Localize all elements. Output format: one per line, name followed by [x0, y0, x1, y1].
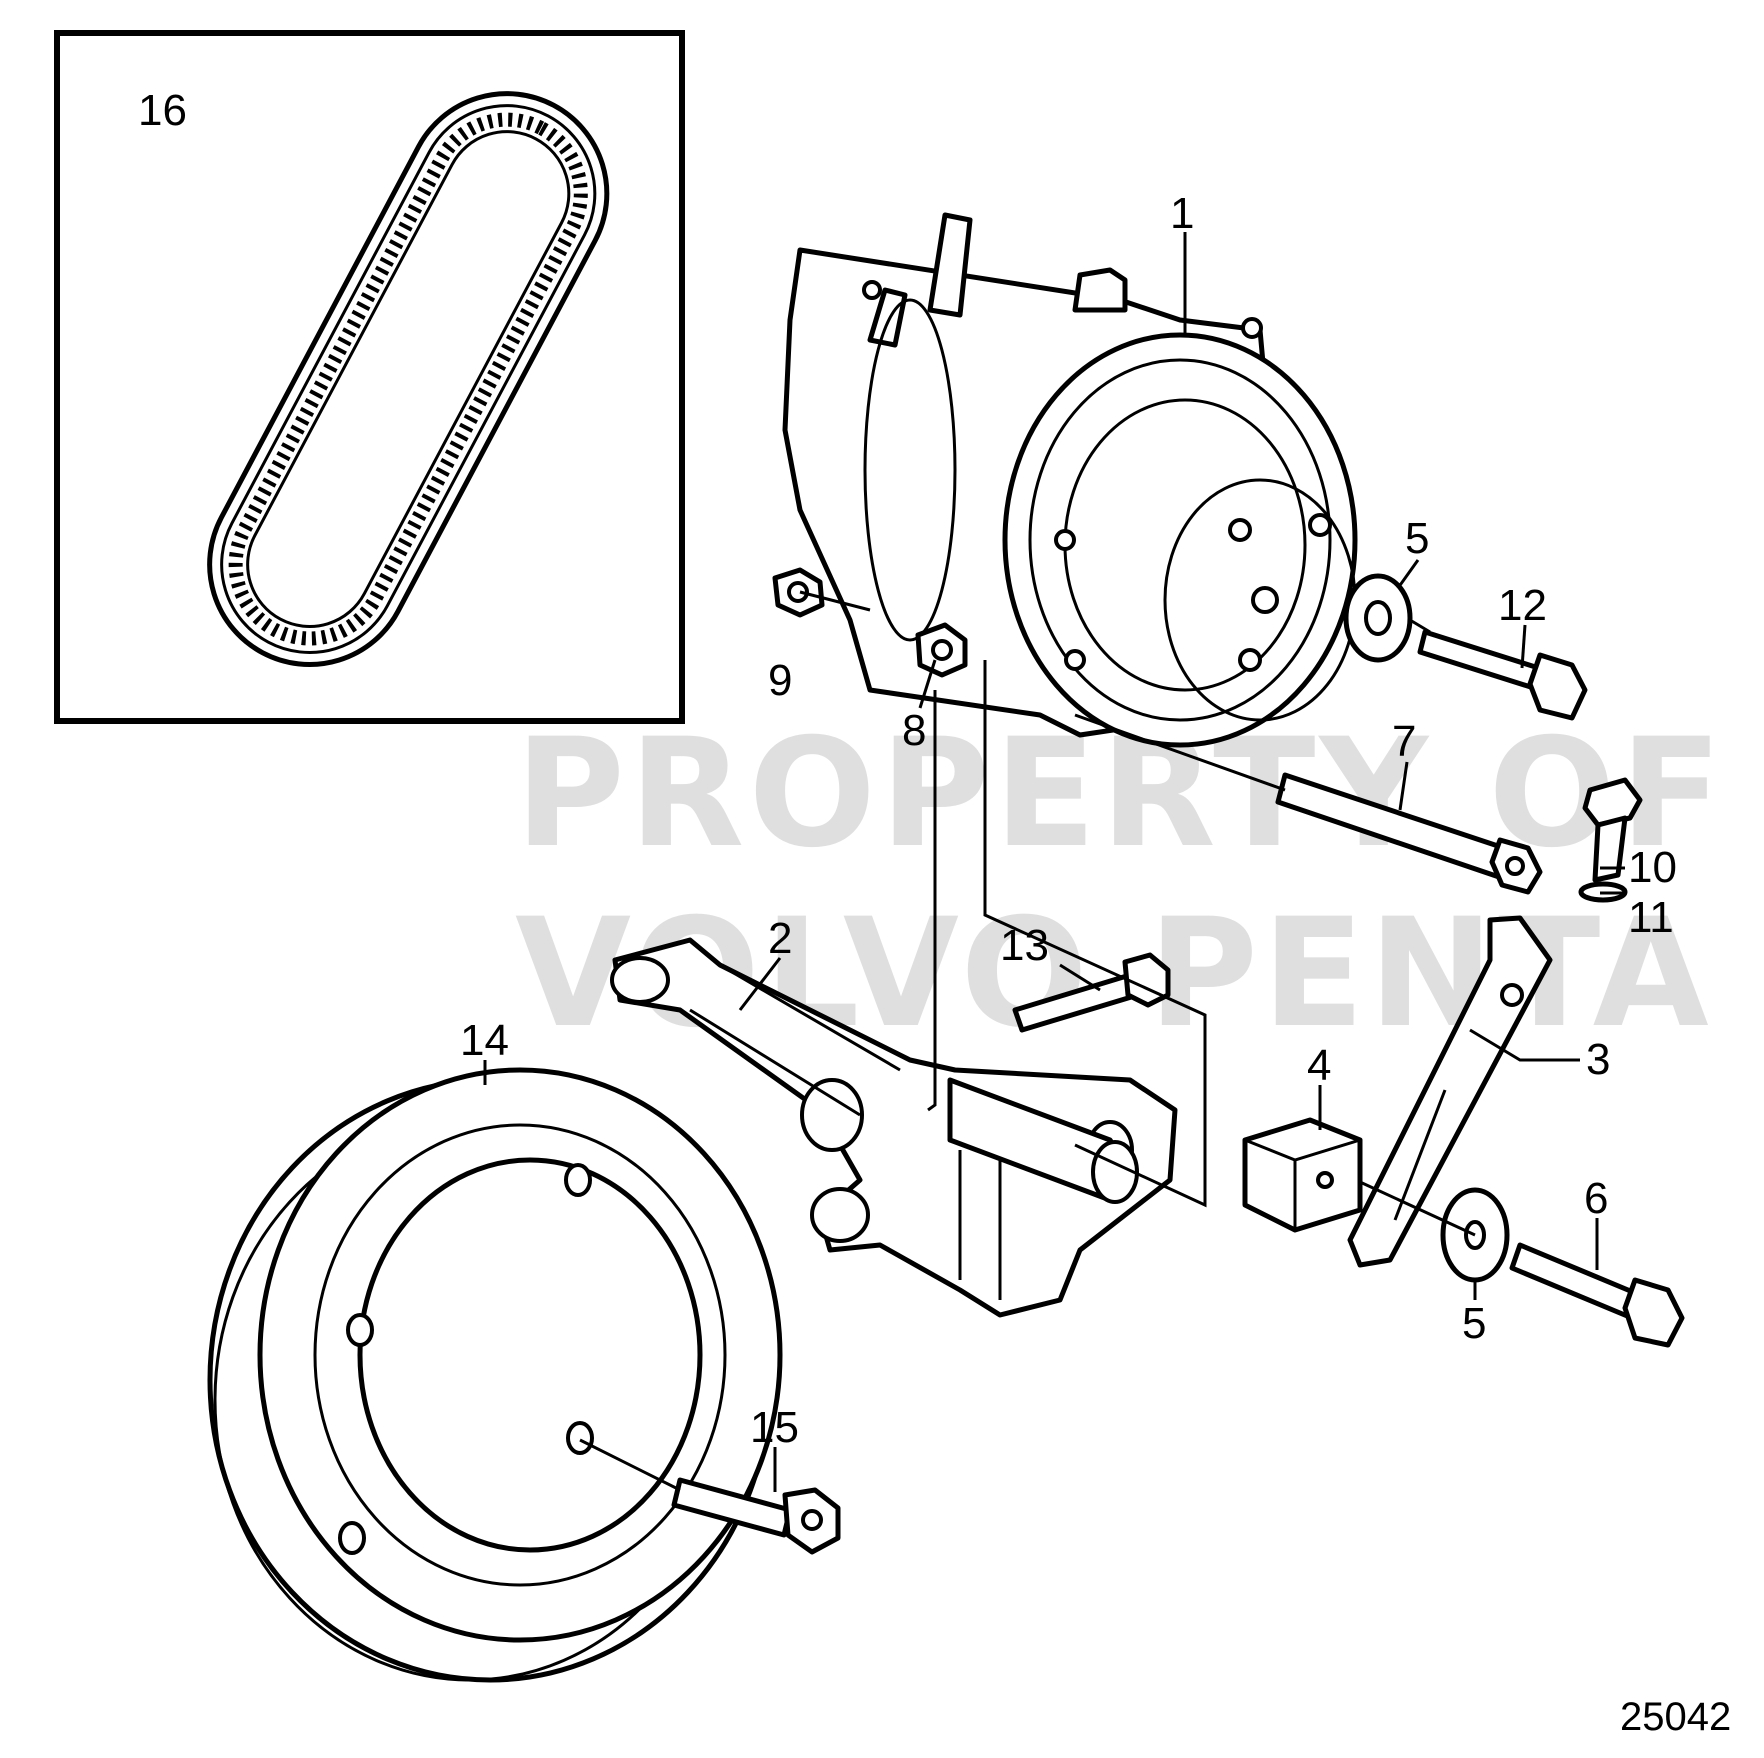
callout-4: 4: [1307, 1041, 1331, 1090]
spacer-icon-8: [915, 622, 968, 678]
callout-12: 12: [1498, 581, 1547, 630]
hex-bolt-icon-6: [1509, 1242, 1685, 1348]
hex-nut-icon-9: [772, 567, 825, 618]
callout-14: 14: [460, 1016, 509, 1065]
callout-2: 2: [768, 914, 792, 963]
assembly-guide-lines: [579, 590, 1476, 1492]
callout-7: 7: [1392, 717, 1416, 766]
callout-16: 16: [138, 86, 187, 135]
callout-11: 11: [1628, 893, 1674, 942]
adjusting-arm-icon-3: [1347, 915, 1553, 1268]
callout-15: 15: [750, 1403, 799, 1452]
callout-5-top: 5: [1405, 514, 1429, 563]
crankshaft-pulley-icon-14: [207, 1067, 783, 1683]
mounting-bracket-icon-2: [610, 937, 1178, 1318]
washer-icon-5-top: [1343, 573, 1413, 663]
callout-9: 9: [768, 656, 792, 705]
hex-bolt-icon-13: [1012, 952, 1171, 1033]
callout-8: 8: [902, 706, 926, 755]
callout-13: 13: [1000, 921, 1049, 970]
callout-1: 1: [1170, 189, 1194, 238]
callout-10: 10: [1628, 843, 1677, 892]
callout-labels: 1 2 3 4 5 5 6 7 8 9 10 11 12 13 14 15 16: [138, 86, 1677, 1452]
spacer-block-icon-4: [1242, 1117, 1363, 1233]
leader-lines: [483, 232, 1625, 1492]
hex-bolt-icon-10: [1582, 777, 1643, 883]
callout-5-bottom: 5: [1462, 1299, 1486, 1348]
figure-number: 25042: [1620, 1695, 1731, 1739]
belt-inset: [54, 30, 685, 724]
callout-6: 6: [1584, 1174, 1608, 1223]
ac-compressor-icon: [782, 212, 1358, 748]
hex-bolt-icon-15: [671, 1477, 841, 1555]
hex-bolt-icon-7: [1275, 772, 1543, 895]
callout-3: 3: [1586, 1035, 1610, 1084]
hex-bolt-icon-12: [1417, 629, 1588, 721]
v-belt-icon: [207, 91, 610, 667]
